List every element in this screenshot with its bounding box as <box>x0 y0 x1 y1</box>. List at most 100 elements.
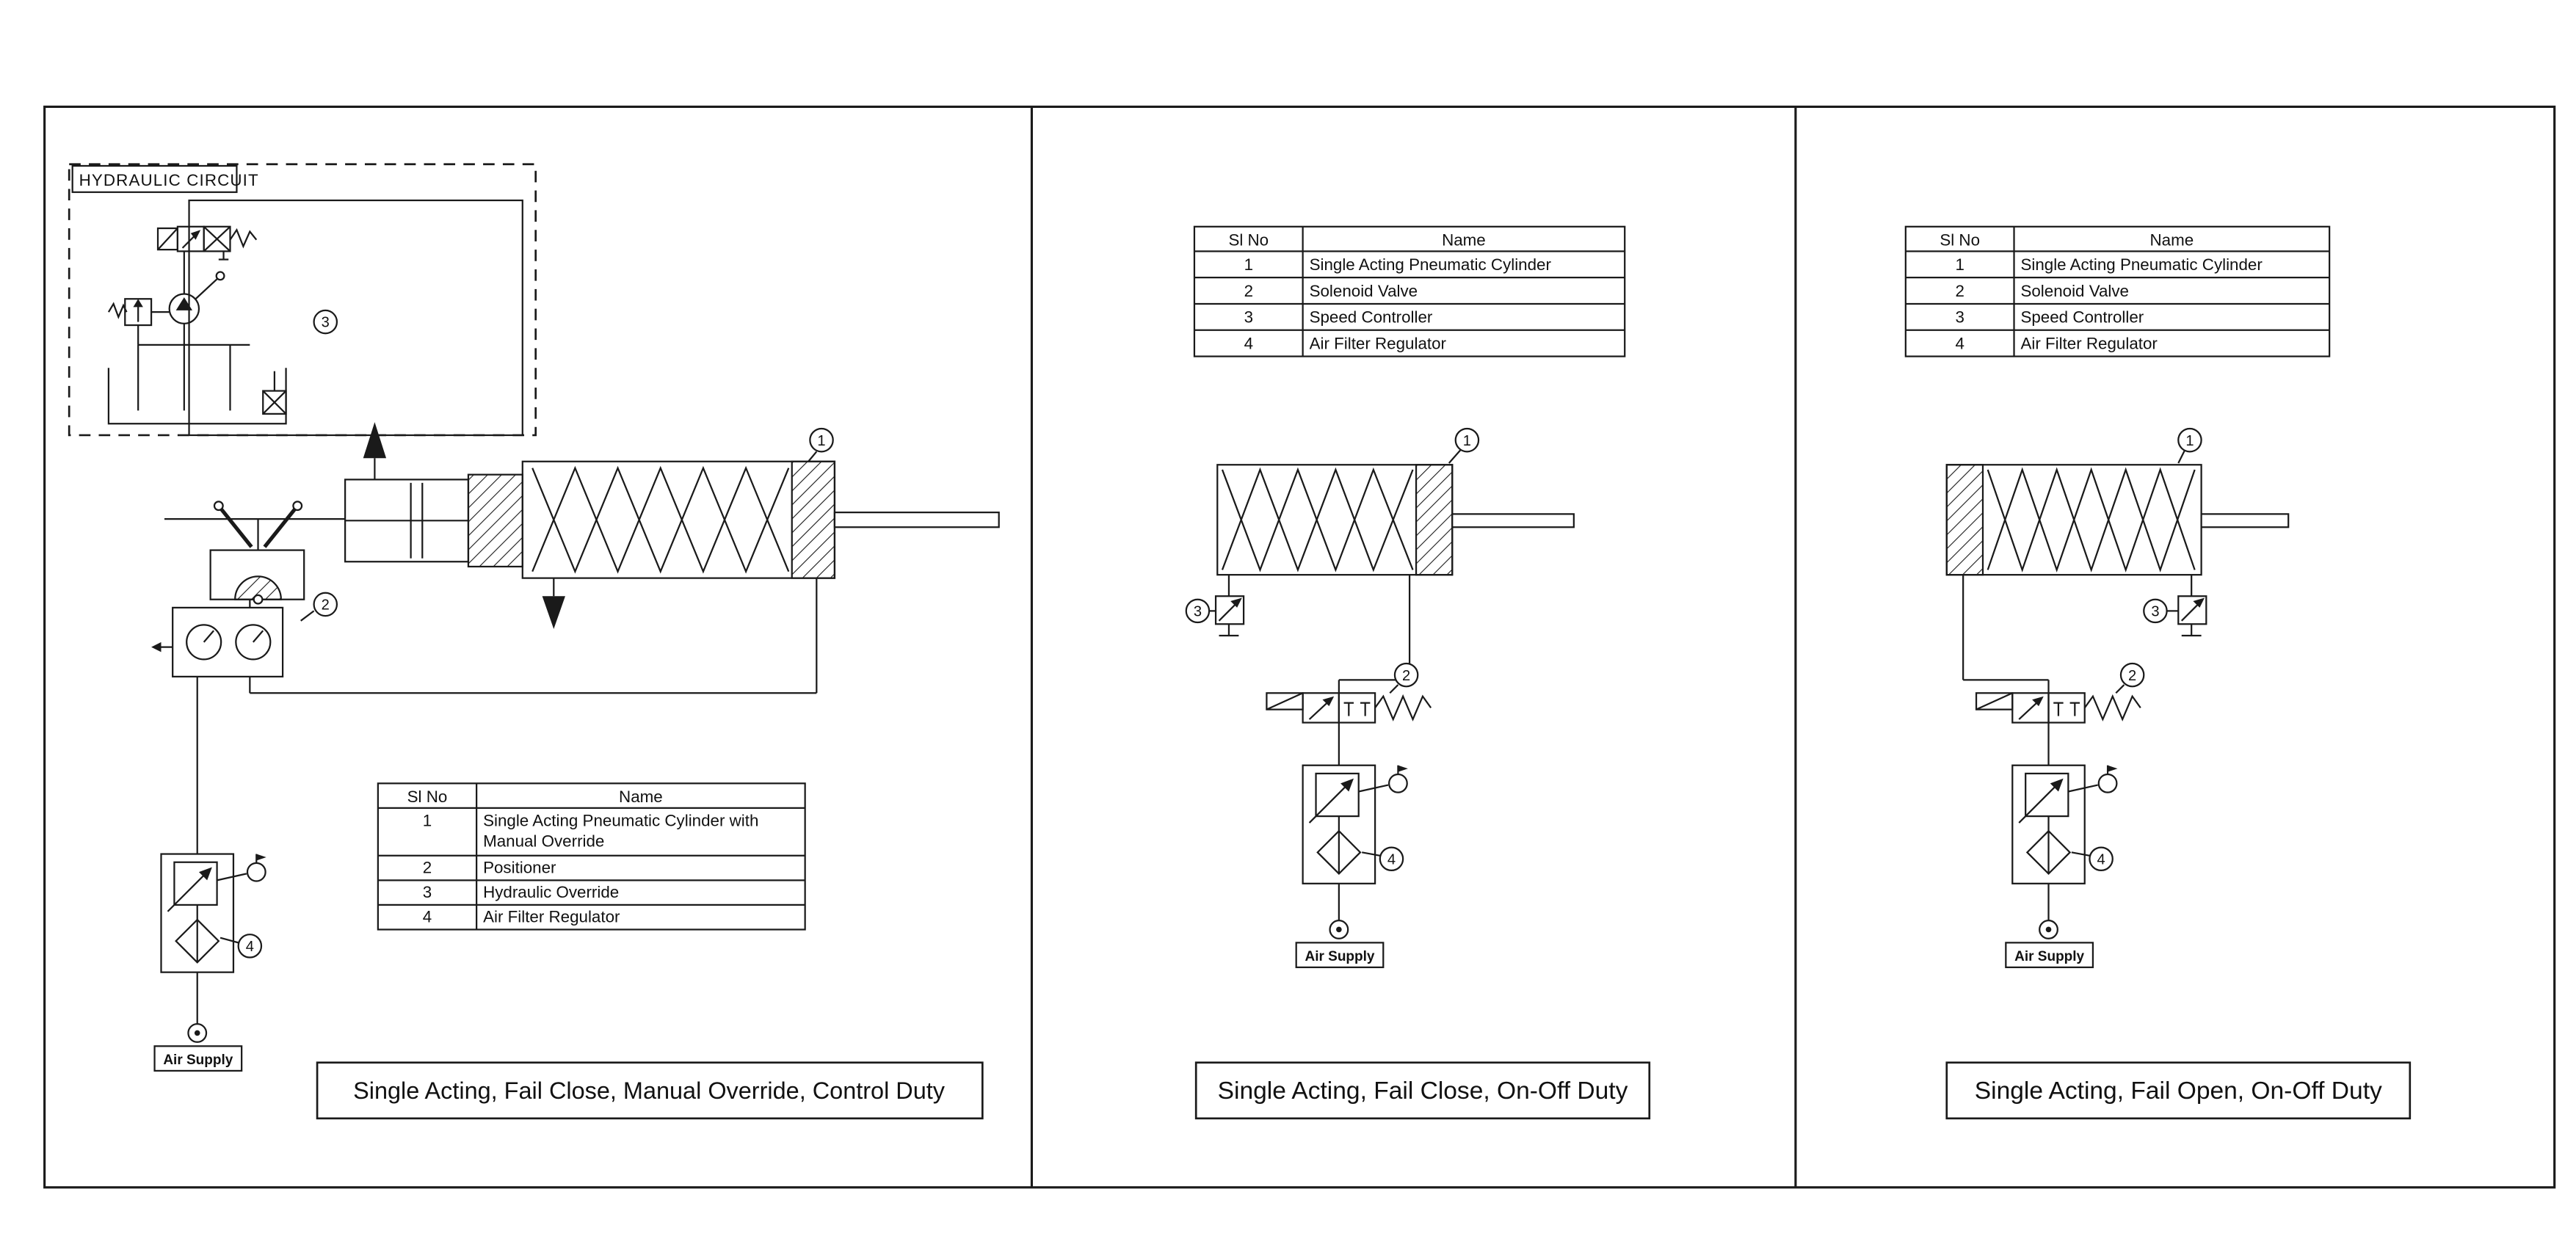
callout-3-label: 3 <box>1194 604 1202 620</box>
caption-text: Single Acting, Fail Open, On-Off Duty <box>1975 1077 2382 1105</box>
panel-middle: Sl No Name 1 Single Acting Pneumatic Cyl… <box>1185 225 1651 1120</box>
callout-1-label: 1 <box>817 433 825 449</box>
coupling-block <box>467 473 523 568</box>
speed-controller-symbol-right <box>2177 575 2207 637</box>
callout-1-middle: 1 <box>1448 427 1480 464</box>
table-cell-name: Single Acting Pneumatic Cylinder <box>2020 255 2263 274</box>
regulator-icon <box>173 861 218 906</box>
caption-text: Single Acting, Fail Close, On-Off Duty <box>1218 1077 1628 1105</box>
parts-table-middle: Sl No Name 1 Single Acting Pneumatic Cyl… <box>1193 225 1626 357</box>
callout-2-label: 2 <box>1402 668 1410 684</box>
table-header-name: Name <box>619 788 663 806</box>
solenoid-coil-icon <box>1975 692 2014 710</box>
callout-4-label: 4 <box>1387 851 1396 868</box>
pneumatic-cylinder-symbol-right <box>1945 464 2290 576</box>
gauge-flag-icon <box>1398 765 1408 772</box>
table-header-slno: Sl No <box>1940 231 1980 250</box>
air-supply-symbol-middle: Air Supply <box>1295 883 1385 969</box>
table-cell-name: Single Acting Pneumatic Cylinder with <box>483 812 758 830</box>
table-cell-no: 1 <box>1244 255 1253 274</box>
hydraulic-valve-symbol <box>156 225 258 266</box>
table-cell-no: 2 <box>1244 282 1253 300</box>
callout-3-middle: 3 <box>1185 598 1216 624</box>
solenoid-coil-icon <box>1266 692 1304 710</box>
table-cell-no: 4 <box>1244 334 1253 352</box>
pressure-gauge-icon <box>1387 773 1408 793</box>
caption-left: Single Acting, Fail Close, Manual Overri… <box>316 1061 984 1120</box>
callout-3-label: 3 <box>2151 604 2159 620</box>
spring-symbol <box>1221 467 1414 572</box>
callout-3-left: 3 <box>313 309 338 335</box>
table-cell-name: Speed Controller <box>2020 308 2144 327</box>
table-header-slno: Sl No <box>407 788 448 806</box>
manual-lever-symbol <box>164 501 346 550</box>
air-supply-label-box <box>153 1045 243 1072</box>
callout-1-right: 1 <box>2177 427 2202 464</box>
hydraulic-circuit-inset: HYDRAULIC CIRCUIT <box>68 163 537 437</box>
table-cell-no: 2 <box>423 858 432 876</box>
gauge-icon <box>186 624 222 661</box>
table-cell-name: Air Filter Regulator <box>483 907 620 926</box>
table-cell-name: Solenoid Valve <box>2020 282 2129 300</box>
relief-valve-symbol <box>107 298 170 345</box>
solenoid-valve-symbol-middle <box>1266 692 1432 724</box>
pressure-gauge-icon <box>2097 773 2118 793</box>
cylinder-end-cap <box>1945 464 1984 576</box>
flow-direction-arrow-down <box>542 578 565 629</box>
positioner-symbol <box>151 606 284 678</box>
callout-4-middle: 4 <box>1361 846 1404 872</box>
piping-right <box>1962 575 2050 766</box>
table-cell-name: Single Acting Pneumatic Cylinder <box>1310 255 1552 274</box>
pressure-gauge-icon <box>246 862 266 882</box>
hydraulic-title: HYDRAULIC CIRCUIT <box>79 171 259 189</box>
table-cell-name: Hydraulic Override <box>483 883 619 901</box>
table-cell-name: Speed Controller <box>1310 308 1433 327</box>
pneumatic-cylinder-symbol-left <box>521 460 1000 579</box>
table-cell-name: Air Filter Regulator <box>2020 334 2158 352</box>
cam-symbol <box>209 549 305 608</box>
table-cell-no: 3 <box>1955 308 1964 327</box>
gauge-flag-icon <box>256 854 266 861</box>
caption-middle: Single Acting, Fail Close, On-Off Duty <box>1194 1061 1651 1120</box>
hydraulic-solid-box <box>188 199 523 437</box>
spring-symbol <box>531 465 790 574</box>
regulator-icon <box>2025 772 2069 818</box>
air-supply-label: Air Supply <box>1305 949 1374 964</box>
table-cell-no: 3 <box>423 883 432 901</box>
parts-table-left: Sl No Name 1 Single Acting Pneumatic Cyl… <box>377 782 806 931</box>
callout-1-label: 1 <box>2185 433 2194 449</box>
air-supply-label: Air Supply <box>163 1052 233 1068</box>
table-cell-name: Air Filter Regulator <box>1310 334 1447 352</box>
table-cell-name: Positioner <box>483 858 556 876</box>
air-supply-label-box <box>2005 942 2094 969</box>
callout-2-left: 2 <box>300 592 338 622</box>
air-supply-label: Air Supply <box>2014 949 2084 964</box>
air-supply-symbol-right: Air Supply <box>2005 883 2094 969</box>
hydraulic-hand-pump-symbol <box>168 266 225 345</box>
callout-1-left: 1 <box>808 427 834 462</box>
table-header-name: Name <box>2149 231 2194 250</box>
gauge-flag-icon <box>2108 765 2118 772</box>
hydraulic-title-box <box>71 164 238 193</box>
spring-symbol <box>531 465 790 574</box>
callout-4-label: 4 <box>246 939 254 955</box>
caption-text: Single Acting, Fail Close, Manual Overri… <box>353 1077 946 1104</box>
pneumatic-cylinder-symbol-middle <box>1216 464 1575 576</box>
table-cell-no: 1 <box>1955 255 1964 274</box>
callout-1-label: 1 <box>1463 433 1471 449</box>
sheet-border <box>43 105 2556 1189</box>
piston-rod <box>1451 513 1575 528</box>
parts-table-right: Sl No Name 1 Single Acting Pneumatic Cyl… <box>1904 225 2331 357</box>
speed-controller-symbol-middle <box>1214 575 1245 637</box>
spring-symbol <box>1987 467 2196 572</box>
piston-rod <box>2200 513 2290 528</box>
callout-2-label: 2 <box>2128 668 2136 684</box>
callout-4-right: 4 <box>2071 846 2114 872</box>
caption-box <box>1945 1061 2412 1120</box>
return-spring-icon <box>1374 694 1432 721</box>
spring-symbol <box>1987 467 2196 572</box>
table-cell-no: 2 <box>1955 282 1964 300</box>
table-cell-no: 4 <box>423 907 432 926</box>
gauge-icon <box>235 624 272 661</box>
